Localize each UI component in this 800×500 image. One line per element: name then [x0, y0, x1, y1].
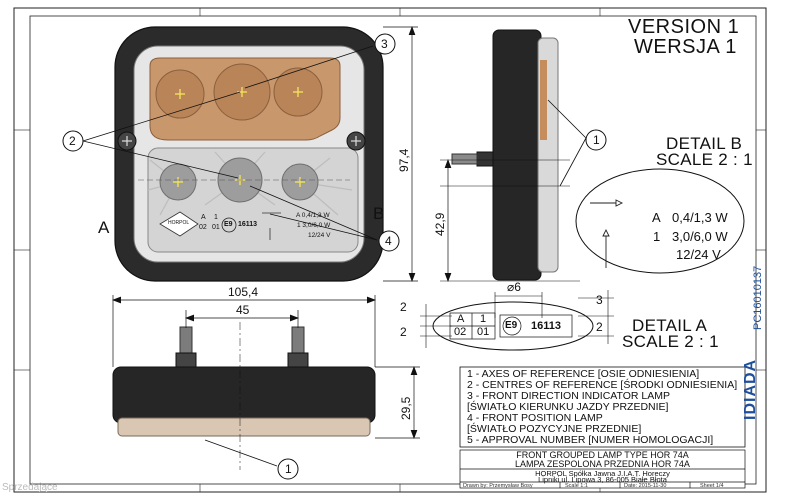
- callout-2-number: 2: [69, 134, 76, 148]
- screw-slots: [122, 136, 361, 146]
- detail-b-arrows: [590, 199, 624, 268]
- detail-b-row2-a: 1: [653, 229, 661, 244]
- title-block-date: Date: 2015-11-30: [624, 483, 667, 489]
- front-cell-a: A: [201, 214, 206, 221]
- detail-b-row2-b: 3,0/6,0 W: [672, 229, 728, 244]
- front-cell-1: 1: [214, 214, 218, 221]
- callout-1-bottom-number: 1: [285, 462, 292, 476]
- bottom-housing: [112, 366, 376, 424]
- side-stud-base: [476, 151, 494, 167]
- title-block-title-en: FRONT GROUPED LAMP TYPE HOR 74A: [516, 450, 689, 460]
- detail-b-ellipse: [575, 168, 745, 274]
- front-e-mark: E9: [224, 221, 233, 228]
- detail-b-row1-a: A: [652, 210, 661, 225]
- legend-line-3: 3 - FRONT DIRECTION INDICATOR LAMP: [467, 390, 671, 402]
- front-cell-01: 01: [212, 224, 220, 231]
- callout-4-number: 4: [385, 234, 392, 248]
- front-rating-v: 12/24 V: [308, 232, 331, 239]
- indicator-crosses: [175, 87, 303, 99]
- side-axis-lines: [440, 159, 580, 282]
- detail-a-dim-2b: 2: [400, 325, 407, 339]
- e-mark-ring: [221, 217, 237, 233]
- legend-line-1: 1 - AXES OF REFERENCE [OSIE ODNIESIENIA]: [467, 368, 700, 380]
- title-block-title-pl: LAMPA ZESPOLONA PRZEDNIA HOR 74A: [515, 459, 690, 469]
- title-block-scale: Scale 1:1: [565, 483, 588, 489]
- title-block: [459, 449, 746, 489]
- dim-width-value: 105,4: [228, 285, 259, 299]
- title-block-drawn-by: Drawn by: Przemysław Bosy: [463, 483, 533, 489]
- side-stud: [451, 153, 478, 165]
- callout-1-top-leaders: [547, 99, 587, 187]
- version-label-pl: WERSJA 1: [634, 36, 737, 58]
- dim-height-value: 97,4: [397, 148, 411, 172]
- dim-center-height: [444, 159, 452, 282]
- legend-line-7: 5 - APPROVAL NUMBER [NUMER HOMOLOGACJI]: [467, 434, 714, 446]
- callout-2-circle: [62, 130, 84, 152]
- detail-a-cell-01: 01: [477, 326, 490, 338]
- callout-1-top-circle: [585, 129, 607, 151]
- bottom-view: [112, 326, 376, 437]
- detail-b-scale: SCALE 2 : 1: [656, 150, 753, 169]
- stud-nut-left: [175, 352, 197, 368]
- brand-logo: IDIADA: [742, 358, 759, 420]
- callout-4-circle: [378, 230, 400, 252]
- dim-depth-value: 29,5: [399, 396, 413, 420]
- front-label-b: B: [373, 204, 385, 223]
- front-rating-1: 1 3,0/6,0 W: [297, 222, 331, 229]
- title-block-sheet: Sheet 1/4: [700, 483, 724, 489]
- front-label-a: A: [98, 218, 110, 237]
- bottom-lens-edge: [117, 417, 371, 437]
- dim-depth-lines: [375, 366, 420, 439]
- detail-b-row1-b: 0,4/1,3 W: [672, 210, 728, 225]
- watermark: Sprzedające: [2, 482, 58, 493]
- callout-3-number: 3: [381, 37, 388, 51]
- detail-a-cell-02: 02: [454, 326, 467, 338]
- frame-ticks: [14, 8, 766, 492]
- legend-line-4: [ŚWIATŁO KIERUNKU JAZDY PRZEDNIE]: [467, 401, 669, 413]
- side-housing: [492, 29, 542, 281]
- side-view: [451, 29, 559, 281]
- title-block-company: HORPOL Spółka Jawna J.I.A.T. Horeczy: [535, 469, 670, 478]
- front-rating-a: A 0,4/1,3 W: [296, 212, 330, 219]
- detail-b-row3-b: 12/24 V: [676, 247, 721, 262]
- detail-a-title: DETAIL A: [632, 316, 708, 335]
- dim-height-front: [383, 26, 418, 282]
- detail-b-title: DETAIL B: [666, 134, 743, 153]
- horpol-logo-mark: [159, 211, 199, 237]
- detail-a-e-mark: E9: [505, 320, 518, 331]
- title-block-address: Lipniki ul. Lipowa 3, 86-005 Białe Błota: [538, 475, 667, 484]
- callout-3-circle: [374, 33, 396, 55]
- detail-a-diameter: ⌀6: [507, 280, 521, 294]
- detail-a-dim-2a: 2: [400, 300, 407, 314]
- detail-a-dim-3: 3: [596, 293, 603, 307]
- detail-a-approval-number: 16113: [531, 320, 561, 332]
- legend-line-2: 2 - CENTRES OF REFERENCE [ŚRODKI ODNIESI…: [467, 379, 738, 391]
- legend-line-5: 4 - FRONT POSITION LAMP: [467, 412, 603, 424]
- legend-box: [459, 366, 746, 448]
- detail-a-cell-1: 1: [480, 313, 487, 325]
- dim-width-lines: [112, 295, 376, 470]
- stud-nut-right: [287, 352, 309, 368]
- dim-stud-spacing-value: 45: [236, 303, 250, 317]
- front-approval-number: 16113: [238, 221, 258, 228]
- front-view: [114, 26, 384, 282]
- side-amber-strip: [540, 60, 547, 140]
- legend-line-6: [ŚWIATŁO POZYCYJNE PRZEDNIE]: [467, 423, 642, 435]
- callout-1-bottom-circle: [277, 458, 299, 480]
- front-cell-02: 02: [199, 224, 207, 231]
- side-code: PC16010137: [752, 265, 764, 330]
- detail-a-table: [449, 312, 573, 340]
- front-logo-text: HORPOL: [168, 220, 190, 226]
- detail-a-scale: SCALE 2 : 1: [622, 332, 719, 351]
- detail-a-cell-a: A: [457, 313, 465, 325]
- detail-a-dim-lines: [420, 290, 614, 348]
- detail-a-dim-2c: 2: [596, 320, 603, 334]
- callout-1-top-number: 1: [593, 133, 600, 147]
- dim-center-height-value: 42,9: [433, 212, 447, 236]
- callout-1-bottom-leader: [204, 439, 278, 467]
- callout-leaders-front: [82, 45, 378, 241]
- version-label: VERSION 1: [628, 16, 740, 38]
